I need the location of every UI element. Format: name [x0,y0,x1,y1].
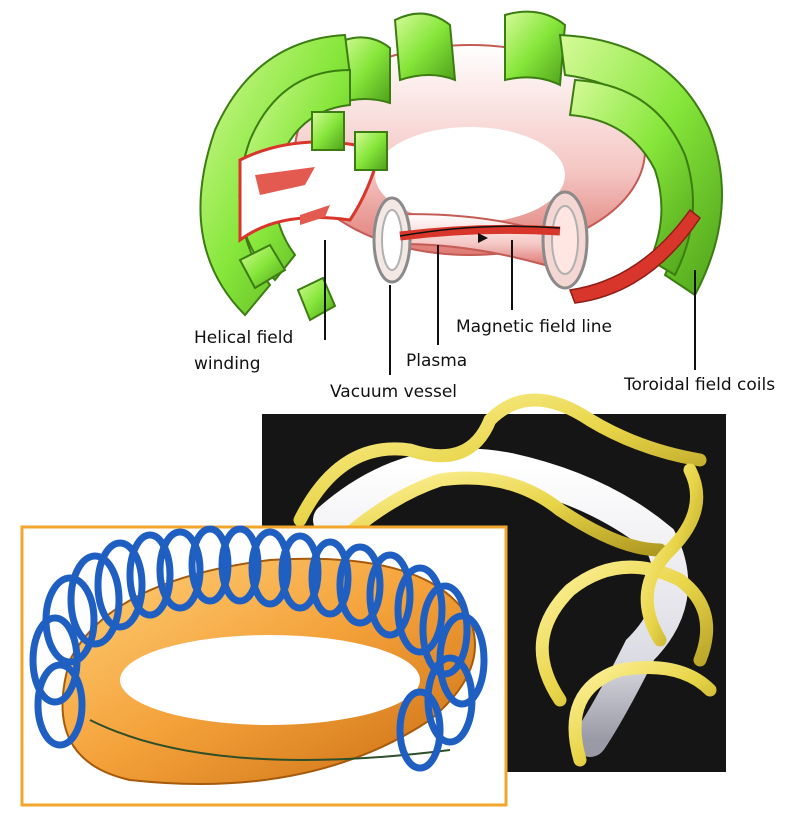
helical-field-winding-label-line1: Helical field [194,327,293,349]
stellarator-coil-render [22,527,506,805]
plasma-label: Plasma [406,350,467,372]
helical-field-winding-label-line2: winding [194,353,260,375]
toroidal-field-coils-label: Toroidal field coils [624,374,775,396]
magnetic-field-line-label: Magnetic field line [456,316,612,338]
vacuum-vessel-label: Vacuum vessel [330,381,457,403]
